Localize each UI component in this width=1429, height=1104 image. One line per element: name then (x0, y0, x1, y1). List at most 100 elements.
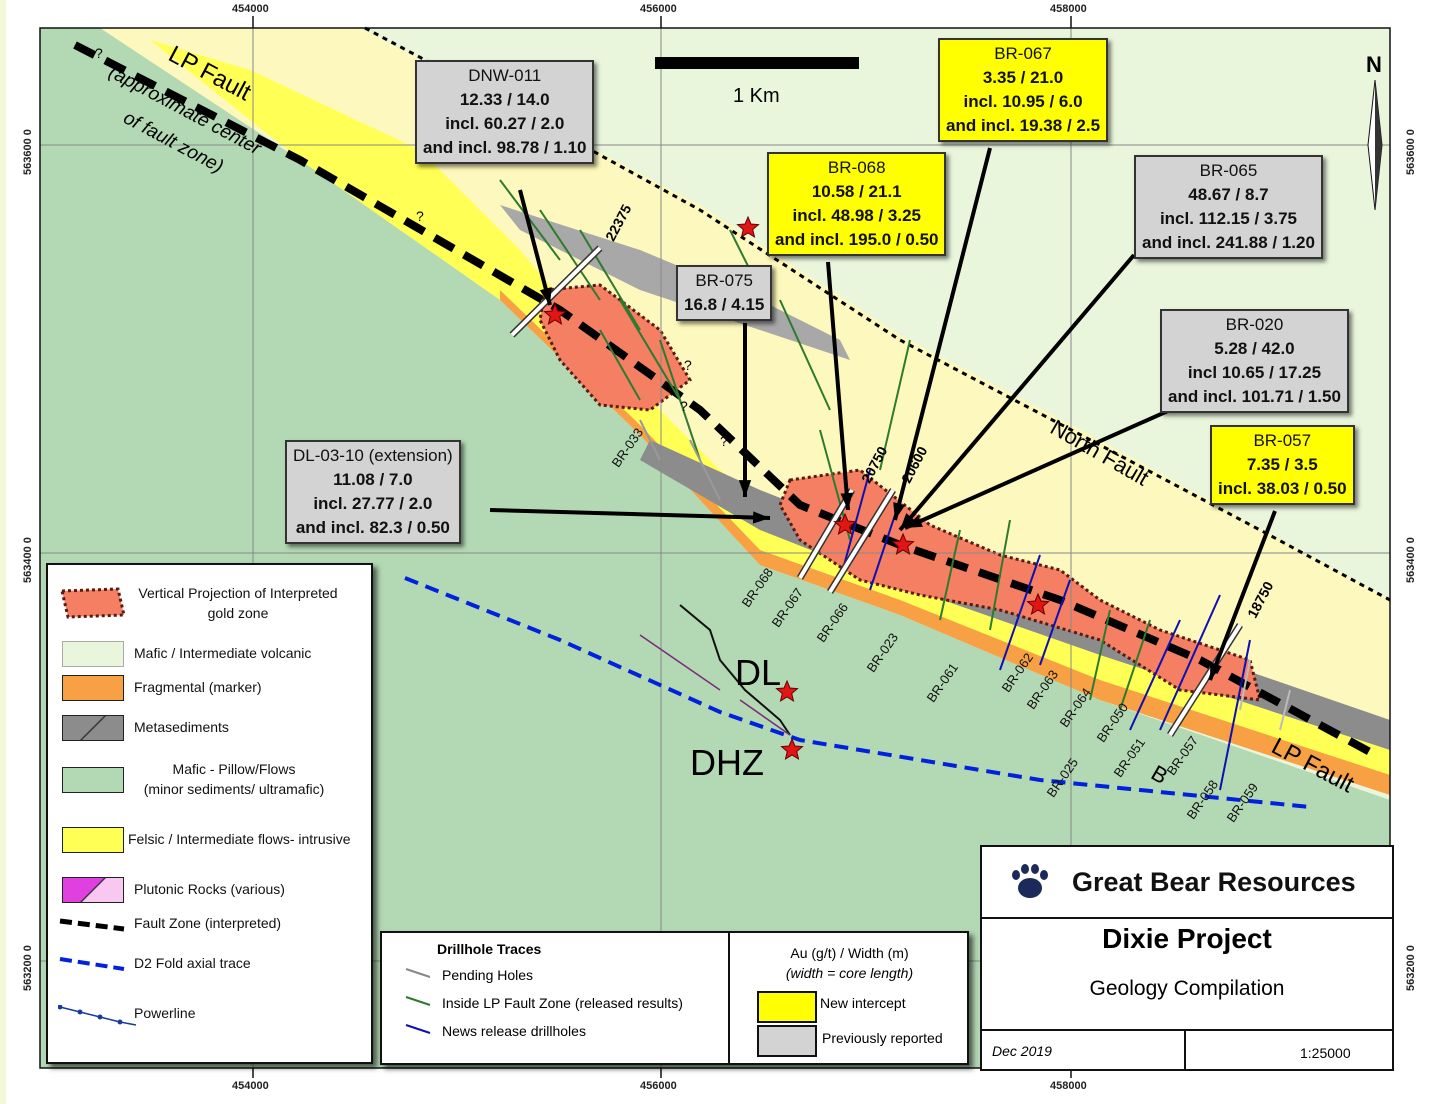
uncertain-mark: ? (684, 357, 692, 373)
gold-showing-star (736, 215, 760, 238)
inside-fault-label: Inside LP Fault Zone (released results) (442, 995, 683, 1011)
callout-title: BR-065 (1199, 161, 1258, 180)
uncertain-mark: ? (416, 208, 424, 224)
map-date: Dec 2019 (992, 1043, 1052, 1059)
callout-line: 48.67 / 8.7 (1188, 185, 1269, 204)
bear-paw-icon (1012, 864, 1048, 898)
callout-line: and incl. 241.88 / 1.20 (1142, 233, 1315, 252)
callout-line: incl. 38.03 / 0.50 (1218, 479, 1347, 498)
drillhole-trace (879, 339, 911, 471)
project-title: Dixie Project (1102, 923, 1272, 954)
callout-leader (826, 261, 850, 511)
callout-line: incl. 27.77 / 2.0 (313, 494, 433, 513)
legend-label: Felsic / Intermediate flows- intrusive (128, 831, 351, 847)
callout-leader (489, 508, 771, 520)
easting-label: 456000 (640, 3, 677, 15)
legend-label: Metasediments (134, 719, 229, 735)
drillhole-trace (999, 554, 1041, 671)
drillhole-trace (1279, 689, 1291, 731)
easting-label: 454000 (232, 1080, 269, 1092)
drillhole-trace (939, 529, 961, 621)
arrowhead-icon (900, 513, 916, 530)
callout-title: BR-067 (994, 44, 1052, 63)
drillhole-trace (639, 419, 661, 461)
northing-label: 563600 0 (22, 129, 34, 175)
callout-line: 10.58 / 21.1 (811, 182, 902, 201)
drillhole-legend-title: Drillhole Traces (437, 941, 542, 957)
assay-callout: DL-03-10 (extension) 11.08 / 7.0 incl. 27.… (285, 440, 461, 544)
d2-fold-trace (404, 576, 1311, 809)
north-label: N (1366, 52, 1382, 77)
arrowhead-icon (752, 511, 770, 524)
callout-line: incl. 112.15 / 3.75 (1159, 209, 1297, 228)
callout-line: and incl. 98.78 / 1.10 (423, 138, 587, 157)
title-block: Great Bear Resources Dixie Project Geolo… (980, 845, 1394, 1071)
callout-leader (904, 408, 1171, 530)
assay-callout: BR-065 48.67 / 8.7 incl. 112.15 / 3.75 and … (1134, 155, 1323, 259)
callout-line: 5.28 / 42.0 (1214, 339, 1295, 358)
callout-leader (893, 147, 992, 521)
drillhole-trace (1039, 579, 1071, 666)
dhz-showing-label: DHZ (690, 742, 764, 783)
legend-label: Fault Zone (interpreted) (134, 915, 282, 931)
new-intercept-label: New intercept (820, 995, 906, 1011)
callout-line: and incl. 19.38 / 2.5 (946, 116, 1101, 135)
drillhole-trace (539, 209, 601, 301)
easting-label: 456000 (640, 1080, 677, 1092)
arrowhead-icon (539, 287, 552, 305)
callout-leader (518, 189, 552, 306)
gold-showing-star (780, 737, 804, 760)
uncertain-mark: ? (680, 398, 688, 414)
uncertain-mark: ? (95, 45, 103, 61)
drillhole-trace (579, 229, 641, 331)
gold-showing-star (1026, 592, 1050, 615)
gold-showing-star (833, 512, 857, 535)
northing-label: 563400 0 (22, 537, 34, 583)
northing-label: 563200 0 (22, 945, 34, 991)
callout-line: 11.08 / 7.0 (333, 470, 413, 489)
callout-line: incl. 48.98 / 3.25 (792, 206, 921, 225)
callout-leader (1208, 510, 1277, 681)
callout-title: BR-068 (827, 158, 886, 177)
easting-label: 458000 (1050, 1080, 1087, 1092)
company-name: Great Bear Resources (1072, 867, 1356, 897)
northing-label: 563600 0 (1405, 129, 1417, 175)
callout-title: DNW-011 (468, 66, 542, 85)
felsic-band (150, 40, 1390, 790)
drillhole-trace (1129, 619, 1181, 731)
drillhole-trace (779, 299, 831, 411)
drillhole-trace (1219, 639, 1251, 791)
drillhole-legend: Drillhole Traces Pending Holes Inside LP… (380, 931, 969, 1065)
callout-title: BR-075 (695, 271, 753, 290)
callout-line: incl. 10.95 / 6.0 (963, 92, 1083, 111)
previously-reported-label: Previously reported (822, 1030, 943, 1046)
arrowhead-icon (840, 492, 853, 510)
map-scale: 1:25000 (1300, 1045, 1351, 1061)
scale-bar (655, 57, 859, 69)
legend-label: Vertical Projection of Interpreted gold … (138, 585, 338, 621)
geology-legend: Vertical Projection of Interpreted gold … (46, 563, 373, 1064)
drillhole-trace (1119, 619, 1151, 711)
callout-title: BR-020 (1225, 315, 1284, 334)
drillhole-trace (619, 299, 681, 401)
drillhole-trace (989, 519, 1011, 631)
gold-showing-star (891, 532, 915, 555)
mafic-area (40, 28, 1390, 1068)
callout-line: 3.35 / 21.0 (982, 68, 1064, 87)
arrowhead-icon (893, 502, 906, 520)
au-note: (width = core length) (785, 965, 914, 981)
uncertain-mark: ? (720, 433, 728, 449)
drillhole-trace (1089, 609, 1111, 701)
legend-label: Mafic - Pillow/Flows (172, 761, 296, 777)
callout-line: and incl. 195.0 / 0.50 (775, 230, 939, 249)
map-subtitle: Geology Compilation (1089, 977, 1285, 1000)
legend-label: D2 Fold axial trace (134, 955, 251, 971)
north-arrow (1367, 79, 1383, 211)
legend-label: Fragmental (marker) (134, 679, 262, 695)
arrowhead-icon (1210, 662, 1222, 680)
callout-line: incl. 60.27 / 2.0 (445, 114, 565, 133)
callout-line: 12.33 / 14.0 (459, 90, 550, 109)
callout-line: and incl. 82.3 / 0.50 (295, 518, 450, 537)
callout-title: DL-03-10 (extension) (293, 446, 453, 465)
